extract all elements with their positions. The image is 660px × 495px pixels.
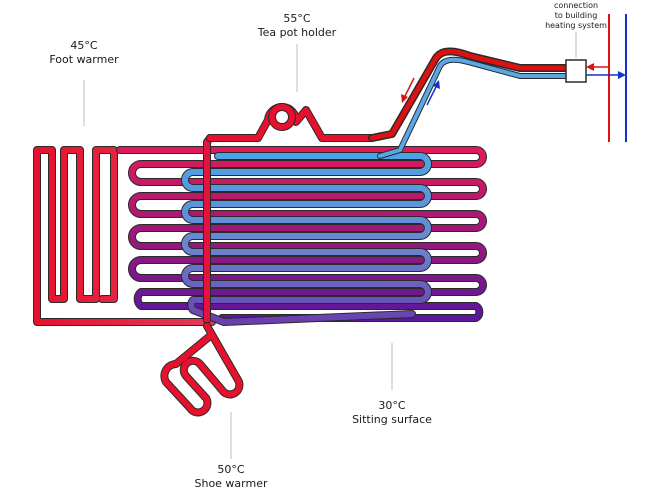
connection-box — [565, 59, 587, 83]
sitting-surface-coil-inner — [181, 152, 432, 326]
shoe-warmer-loop — [160, 322, 244, 417]
foot-warmer-temp: 45°C — [70, 39, 97, 52]
supply-arrow — [586, 63, 609, 71]
connection-label-line3: heating system — [545, 21, 607, 30]
connection-label-line2: to building — [555, 11, 598, 20]
foot-warmer-coil — [33, 146, 216, 326]
teapot-holder-temp: 55°C — [283, 12, 310, 25]
shoe-warmer-label: Shoe warmer — [194, 477, 267, 490]
foot-warmer-label: Foot warmer — [49, 53, 119, 66]
connection-label-line1: connection — [554, 1, 598, 10]
return-arrow — [586, 71, 626, 79]
flow-arrow-down — [401, 77, 415, 103]
sitting-surface-temp: 30°C — [378, 399, 405, 412]
sitting-surface-coil-outer — [116, 146, 487, 322]
riser-pipe — [203, 134, 214, 324]
flow-arrow-up — [426, 80, 440, 106]
supply-return-pipes — [368, 47, 570, 159]
teapot-holder-label: Tea pot holder — [257, 26, 337, 39]
teapot-holder-loop — [206, 102, 376, 142]
sitting-surface-label: Sitting surface — [352, 413, 432, 426]
shoe-warmer-temp: 50°C — [217, 463, 244, 476]
